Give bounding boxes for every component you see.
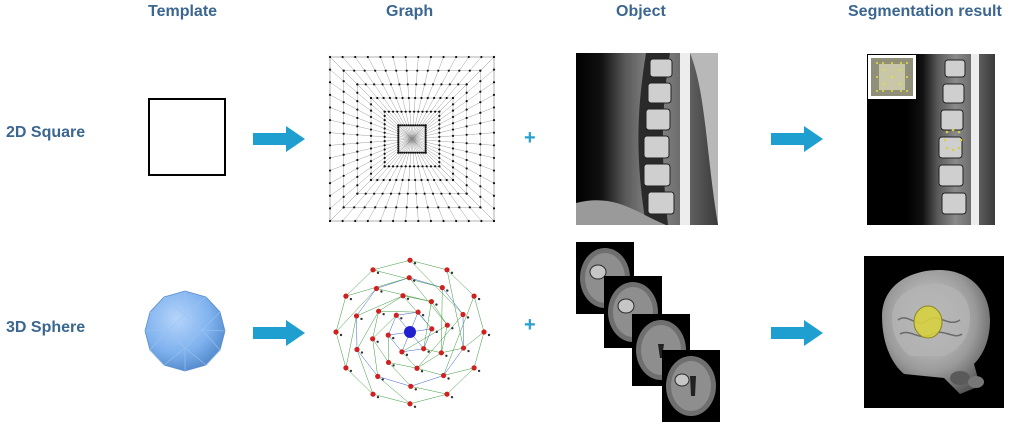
graph-edges: [329, 56, 495, 222]
sphere-graph: [333, 257, 491, 408]
brain-segmentation-result: [864, 256, 1004, 408]
row-label-2d-square: 2D Square: [6, 124, 86, 141]
header-template: Template: [148, 3, 218, 20]
square-graph: [328, 55, 496, 223]
arrow-right-icon: [771, 320, 823, 346]
spine-mri-image: [576, 53, 718, 225]
spine-segmentation-result: [867, 54, 995, 225]
header-segmentation-result: Segmentation result: [848, 3, 1002, 20]
header-object: Object: [616, 3, 666, 20]
sphere-template: [144, 290, 226, 372]
plus-sign: +: [524, 314, 536, 336]
square-template: [148, 98, 226, 176]
arrow-right-icon: [771, 126, 823, 152]
graph-nodes: [328, 55, 496, 223]
header-graph: Graph: [386, 3, 434, 20]
graph-center-node: [404, 326, 416, 338]
plus-sign: +: [524, 127, 536, 149]
arrow-right-icon: [253, 320, 305, 346]
row-label-3d-sphere: 3D Sphere: [6, 319, 86, 336]
arrow-right-icon: [253, 126, 305, 152]
graph-nodes: [333, 257, 491, 408]
brain-mri-slices: [576, 242, 720, 422]
